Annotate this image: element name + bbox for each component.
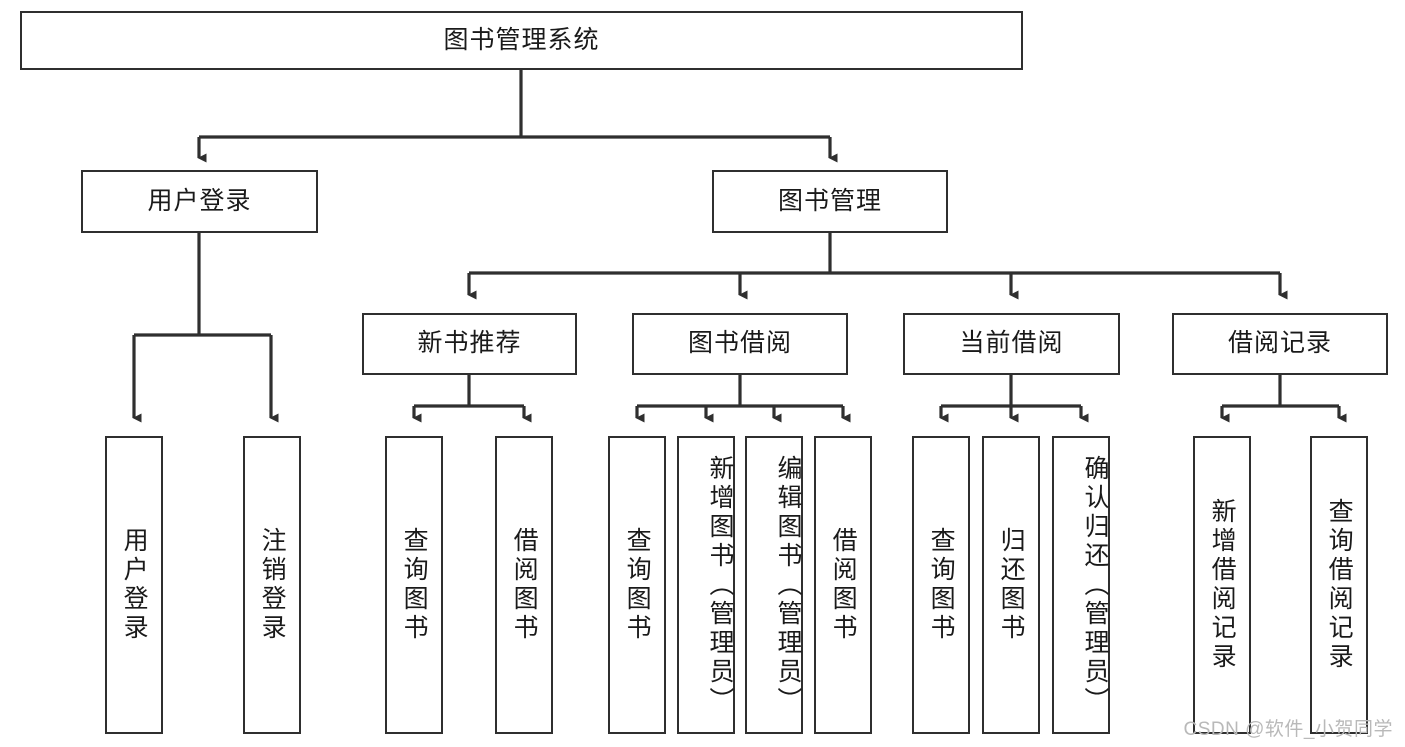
node-borrow-record[interactable]: 借阅记录: [1172, 313, 1388, 375]
node-new-book-recommend-label: 新书推荐: [417, 329, 522, 358]
node-current-borrow[interactable]: 当前借阅: [903, 313, 1120, 375]
leaf-query-book-2[interactable]: 查询图书: [608, 436, 666, 734]
leaf-query-book-1-label: 查询图书: [400, 527, 429, 643]
node-book-borrow[interactable]: 图书借阅: [632, 313, 848, 375]
leaf-logout-login-label: 注销登录: [258, 527, 287, 643]
leaf-query-record[interactable]: 查询借阅记录: [1310, 436, 1368, 734]
node-root-label: 图书管理系统: [443, 25, 600, 54]
leaf-borrow-book-2-label: 借阅图书: [829, 527, 858, 643]
node-book-management[interactable]: 图书管理: [712, 170, 948, 233]
leaf-edit-book[interactable]: 编辑图书（管理员）: [745, 436, 803, 734]
leaf-user-login-label: 用户登录: [120, 527, 149, 643]
csdn-watermark: CSDN @软件_小贺同学: [1183, 719, 1393, 740]
leaf-add-record-label: 新增借阅记录: [1208, 498, 1237, 672]
node-current-borrow-label: 当前借阅: [959, 329, 1064, 358]
leaf-confirm-return-label: 确认归还（管理员）: [1081, 454, 1109, 716]
node-book-borrow-label: 图书借阅: [687, 329, 792, 358]
leaf-borrow-book-1-label: 借阅图书: [510, 527, 539, 643]
leaf-borrow-book-1[interactable]: 借阅图书: [495, 436, 553, 734]
node-user-login[interactable]: 用户登录: [81, 170, 318, 233]
leaf-return-book-label: 归还图书: [997, 527, 1026, 643]
leaf-query-book-1[interactable]: 查询图书: [385, 436, 443, 734]
leaf-query-book-3[interactable]: 查询图书: [912, 436, 970, 734]
node-root[interactable]: 图书管理系统: [20, 11, 1023, 70]
node-new-book-recommend[interactable]: 新书推荐: [362, 313, 577, 375]
leaf-add-book-label: 新增图书（管理员）: [706, 454, 734, 716]
node-book-management-label: 图书管理: [777, 186, 882, 215]
leaf-borrow-book-2[interactable]: 借阅图书: [814, 436, 872, 734]
leaf-return-book[interactable]: 归还图书: [982, 436, 1040, 734]
leaf-add-book[interactable]: 新增图书（管理员）: [677, 436, 735, 734]
leaf-confirm-return[interactable]: 确认归还（管理员）: [1052, 436, 1110, 734]
leaf-add-record[interactable]: 新增借阅记录: [1193, 436, 1251, 734]
leaf-query-record-label: 查询借阅记录: [1325, 498, 1354, 672]
leaf-user-login[interactable]: 用户登录: [105, 436, 163, 734]
node-borrow-record-label: 借阅记录: [1227, 329, 1332, 358]
leaf-edit-book-label: 编辑图书（管理员）: [774, 454, 802, 716]
leaf-query-book-3-label: 查询图书: [927, 527, 956, 643]
node-user-login-label: 用户登录: [147, 186, 252, 215]
leaf-logout-login[interactable]: 注销登录: [243, 436, 301, 734]
leaf-query-book-2-label: 查询图书: [623, 527, 652, 643]
